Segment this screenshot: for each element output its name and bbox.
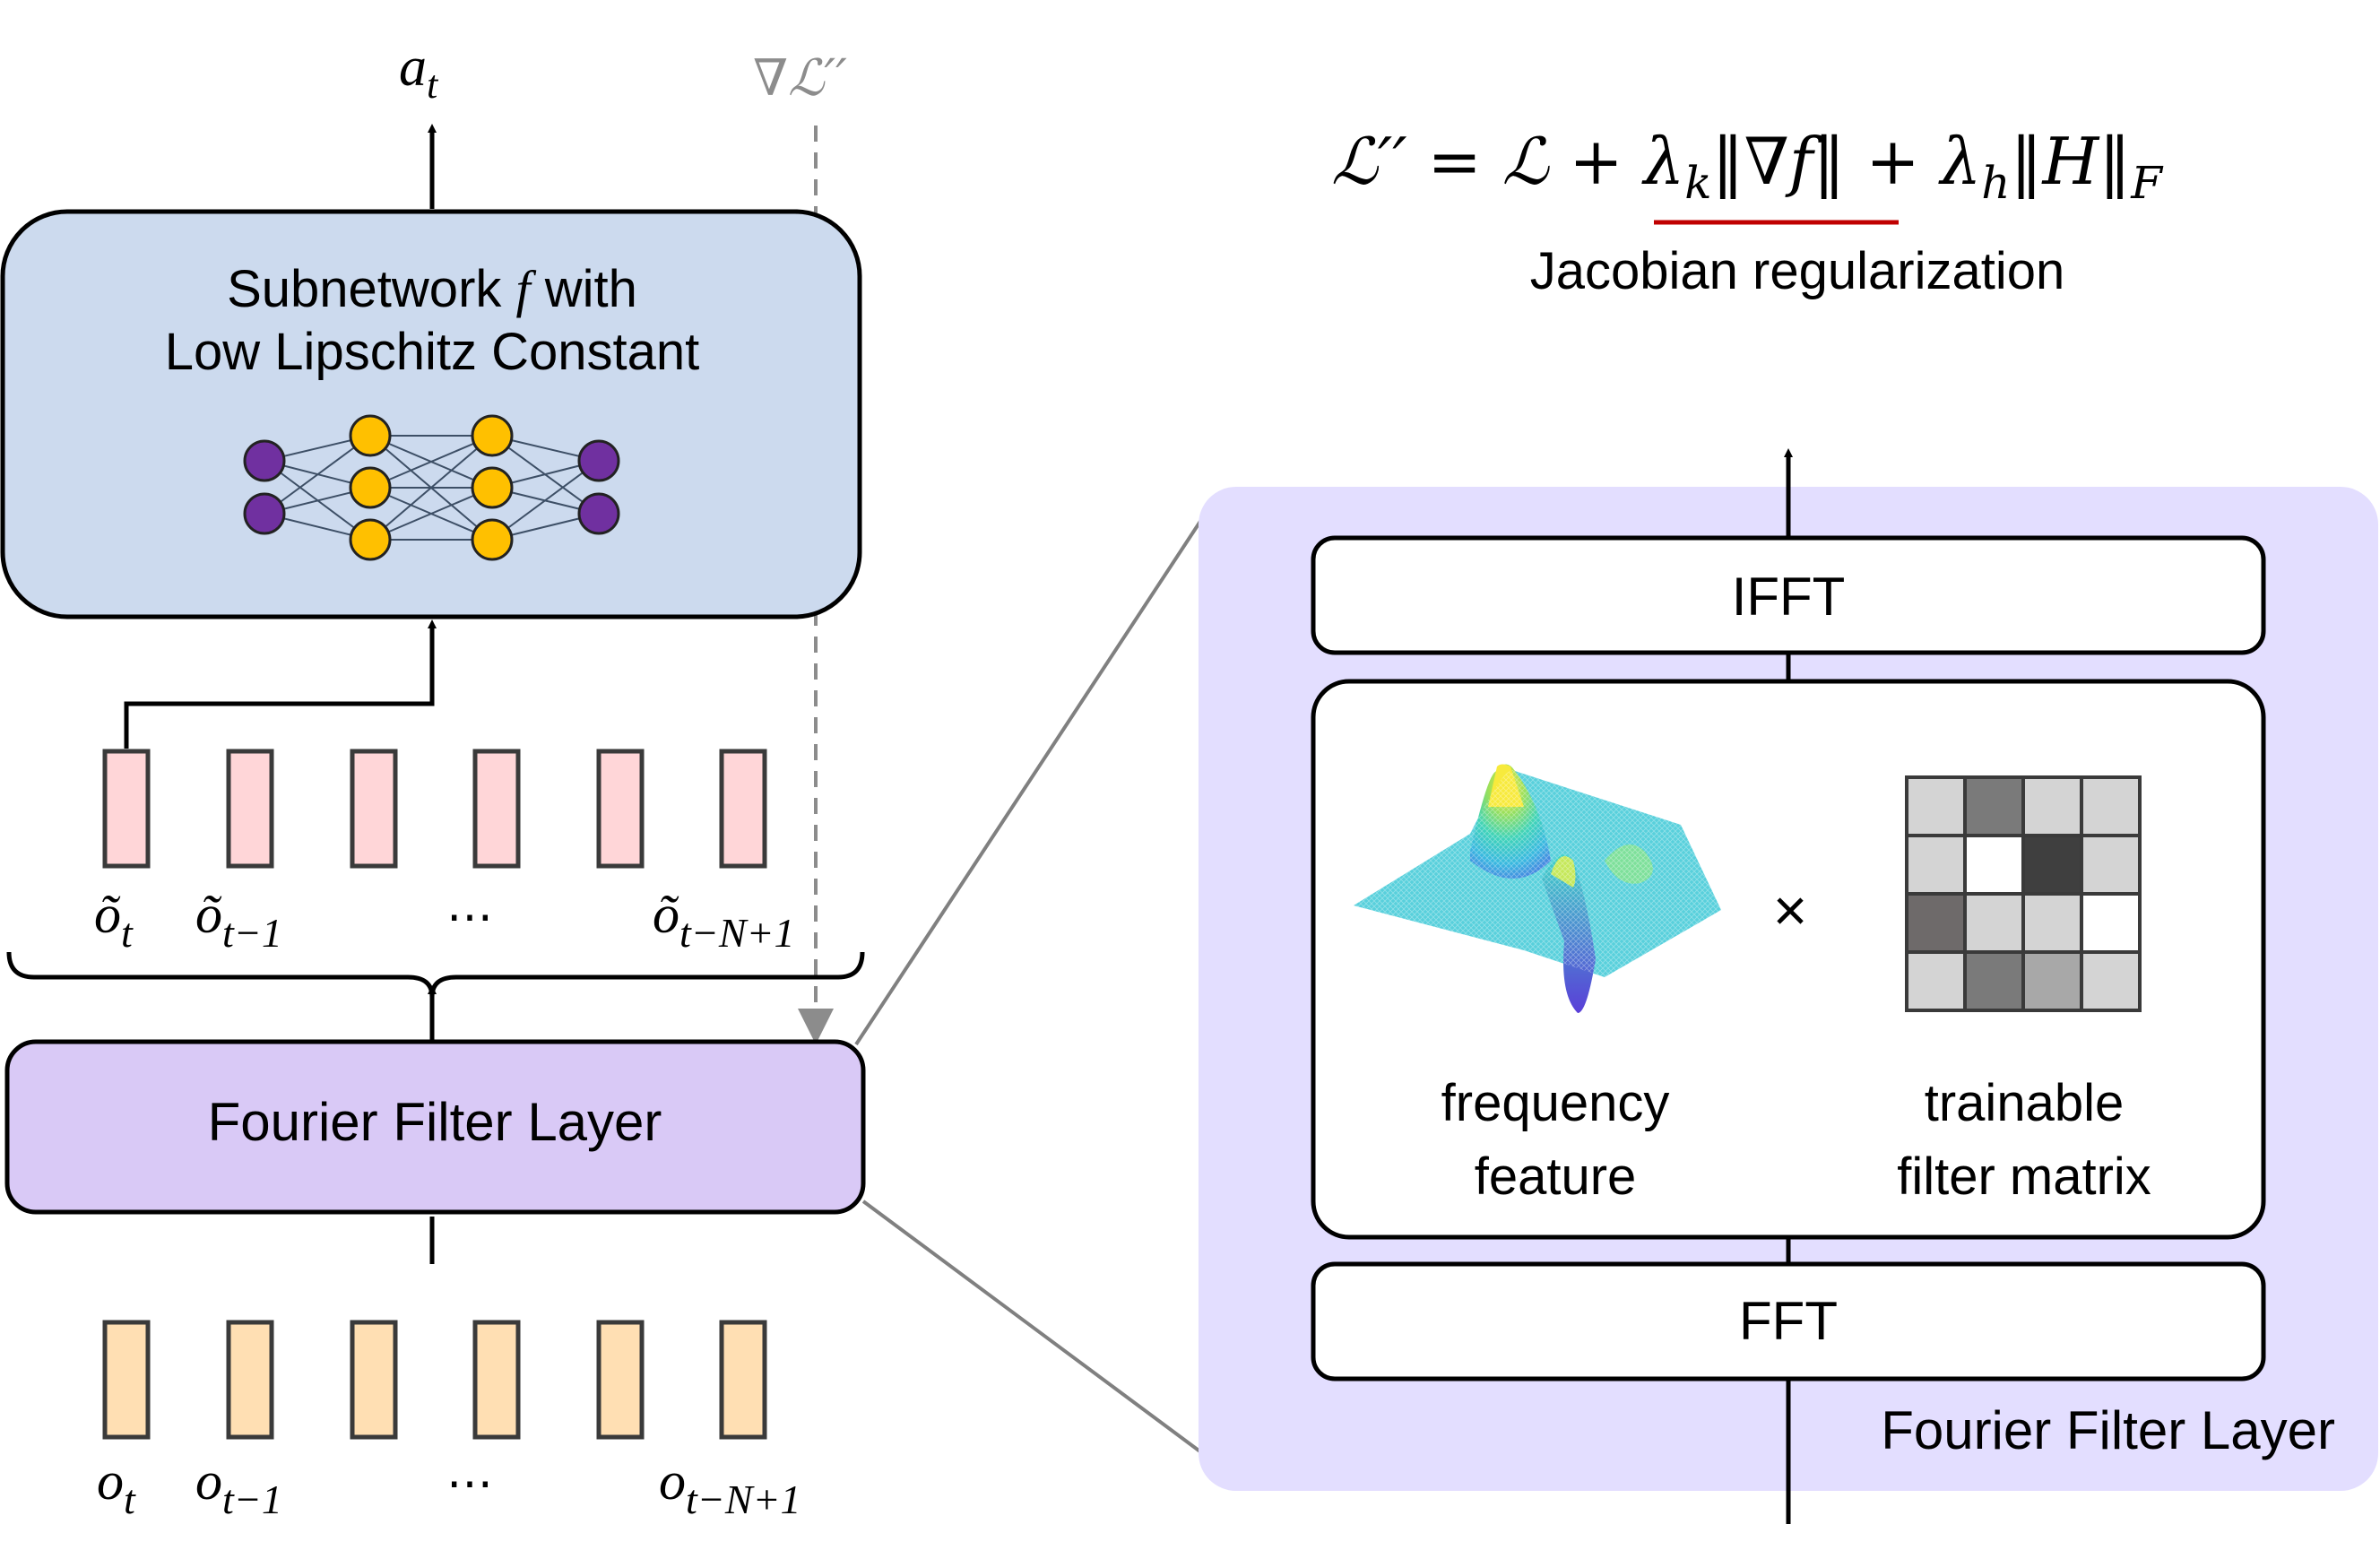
filter-matrix-cell <box>1905 950 1967 1012</box>
filtered-obs-label: õt <box>94 885 134 956</box>
filtered-obs-bar <box>596 749 645 869</box>
multiply-sign: × <box>1773 877 1808 943</box>
obs-to-subnetwork-arrow <box>124 619 437 749</box>
grouping-brace <box>6 951 865 998</box>
filtered-obs-bar <box>350 749 398 869</box>
subnetwork-title-line1: Subnetwork f with <box>227 260 637 318</box>
filter-matrix-cell <box>2080 834 2142 896</box>
raw-obs-bar <box>472 1320 521 1440</box>
fft-box <box>1311 1261 2266 1381</box>
zoom-line-top <box>854 518 1203 1046</box>
filter-matrix-cell <box>2080 892 2142 954</box>
trainable-filter-matrix <box>1905 775 2142 1012</box>
filter-matrix-cell <box>2021 892 2083 954</box>
hidden-node <box>349 466 392 509</box>
filter-matrix-cell <box>1963 834 2025 896</box>
filtered-obs-bar <box>226 749 274 869</box>
fft-label: FFT <box>1739 1291 1838 1351</box>
raw-obs-bar <box>719 1320 767 1440</box>
filter-matrix-cell <box>1963 950 2025 1012</box>
output-node <box>577 439 620 482</box>
neural-network-nodes <box>243 414 620 561</box>
filter-matrix-cell <box>1963 892 2025 954</box>
filter-matrix-cell <box>2021 834 2083 896</box>
filter-matrix-cell <box>2080 775 2142 837</box>
filter-matrix-label: filter matrix <box>1897 1148 2151 1206</box>
input-node <box>243 439 286 482</box>
ifft-label: IFFT <box>1732 567 1846 627</box>
filtered-observation-bars <box>102 749 767 869</box>
ifft-box <box>1311 535 2266 655</box>
zoom-line-bottom <box>861 1200 1203 1454</box>
output-action-label: at <box>399 37 439 107</box>
raw-obs-label: ot−N+1 <box>659 1451 801 1522</box>
raw-obs-ellipsis: ⋯ <box>446 1457 493 1511</box>
filtered-obs-label: õt−1 <box>195 885 282 956</box>
raw-obs-label: ot <box>97 1451 136 1522</box>
hidden-node <box>471 414 514 457</box>
filtered-obs-label: õt−N+1 <box>653 885 795 956</box>
frequency-feature-label: feature <box>1475 1148 1637 1206</box>
raw-observation-bars <box>102 1320 767 1440</box>
loss-formula: ℒ′′ = ℒ + λk‖∇f‖ + λh‖H‖F <box>1331 124 2164 209</box>
hidden-node <box>471 466 514 509</box>
filter-matrix-label: trainable <box>1925 1074 2124 1132</box>
hidden-node <box>349 414 392 457</box>
subnetwork-box <box>0 209 862 619</box>
frequency-feature-label: frequency <box>1441 1074 1670 1132</box>
filter-matrix-cell <box>2021 950 2083 1012</box>
fourier-filter-layer-label: Fourier Filter Layer <box>208 1092 662 1152</box>
filtered-obs-ellipsis: ⋯ <box>446 890 493 944</box>
raw-obs-bar <box>350 1320 398 1440</box>
filtered-obs-bar <box>719 749 767 869</box>
filter-matrix-cell <box>2021 775 2083 837</box>
panel-title: Fourier Filter Layer <box>1881 1400 2335 1460</box>
raw-obs-bar <box>102 1320 151 1440</box>
fourier-filter-layer-box <box>4 1039 866 1215</box>
output-node <box>577 492 620 535</box>
filter-matrix-cell <box>1905 834 1967 896</box>
filter-matrix-cell <box>1905 775 1967 837</box>
jacobian-caption: Jacobian regularization <box>1530 242 2064 300</box>
raw-obs-bar <box>226 1320 274 1440</box>
input-node <box>243 492 286 535</box>
filtered-obs-bar <box>102 749 151 869</box>
filter-matrix-cell <box>1905 892 1967 954</box>
filter-matrix-cell <box>1963 775 2025 837</box>
raw-obs-bar <box>596 1320 645 1440</box>
subnetwork-title-line2: Low Lipschitz Constant <box>165 323 699 381</box>
gradient-loss-label: ∇ℒ′′ <box>753 49 847 108</box>
hidden-node <box>471 518 514 561</box>
filtered-obs-bar <box>472 749 521 869</box>
hidden-node <box>349 518 392 561</box>
frequency-feature-surface <box>1354 764 1721 1013</box>
raw-obs-label: ot−1 <box>195 1451 282 1522</box>
filter-matrix-cell <box>2080 950 2142 1012</box>
